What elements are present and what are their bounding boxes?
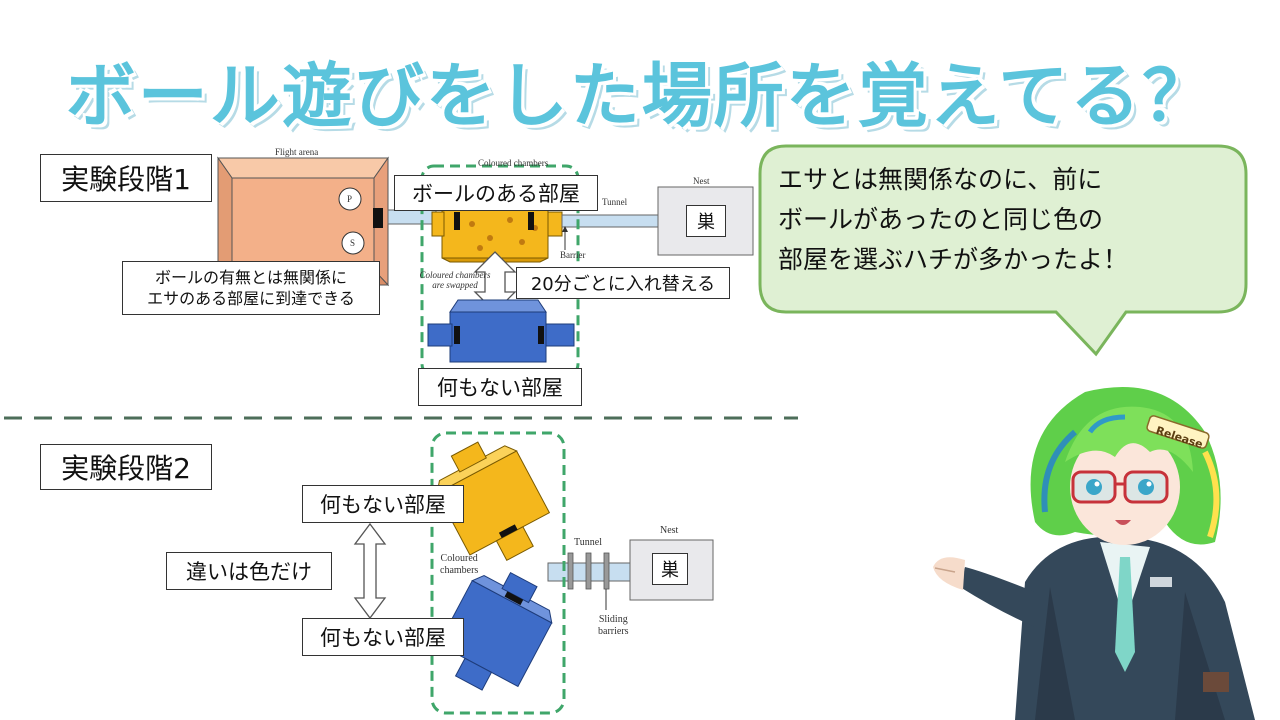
stage-divider xyxy=(4,416,798,420)
tunnel-caption: Tunnel xyxy=(602,197,628,207)
yellow-chamber-2 xyxy=(436,441,551,561)
tunnel-caption-2: Tunnel xyxy=(574,537,602,548)
speech-bubble xyxy=(758,144,1248,357)
p-marker: P xyxy=(347,194,353,204)
bubble-text: エサとは無関係なのに、前に ボールがあったのと同じ色の 部屋を選ぶハチが多かった… xyxy=(778,165,1129,274)
chamber-dashed-frame-2 xyxy=(430,431,566,715)
barrier-caption: Barrier xyxy=(560,250,586,260)
character-illustration xyxy=(933,387,1255,720)
nest-label-2: 巣 xyxy=(652,553,688,585)
page-title: ボール遊びをした場所を覚えてる？ xyxy=(65,55,1215,137)
blue-chamber-2 xyxy=(437,571,553,691)
coloured-chambers-caption-2: Coloured chambers xyxy=(440,553,479,576)
ball-room-label: ボールのある部屋 xyxy=(394,175,598,211)
tunnel-right xyxy=(561,214,659,228)
nest-caption: Nest xyxy=(693,176,710,186)
stage2-label: 実験段階2 xyxy=(40,444,212,490)
empty-room-label-1: 何もない部屋 xyxy=(418,368,582,406)
nest-caption-2: Nest xyxy=(660,525,679,536)
difference-label: 違いは色だけ xyxy=(166,552,332,590)
double-arrow xyxy=(353,522,387,620)
stage1-label: 実験段階1 xyxy=(40,154,212,202)
sliding-barriers-caption: Sliding barriers xyxy=(598,614,629,637)
s-marker: S xyxy=(350,238,356,248)
reach-note: ボールの有無とは無関係に エサのある部屋に到達できる xyxy=(122,261,380,315)
chambers-swapped-caption: Coloured chambers are swapped xyxy=(419,270,491,290)
tunnel-left xyxy=(387,209,437,225)
stage2-diagram xyxy=(430,431,714,715)
empty-room-bottom-label: 何もない部屋 xyxy=(302,618,464,656)
blue-chamber xyxy=(427,299,575,363)
coloured-chambers-caption: Coloured chambers xyxy=(478,158,549,168)
empty-room-top-label: 何もない部屋 xyxy=(302,485,464,523)
nest-label-1: 巣 xyxy=(686,205,726,237)
swap-label: 20分ごとに入れ替える xyxy=(516,267,730,299)
flight-arena-caption: Flight arena xyxy=(275,147,319,157)
